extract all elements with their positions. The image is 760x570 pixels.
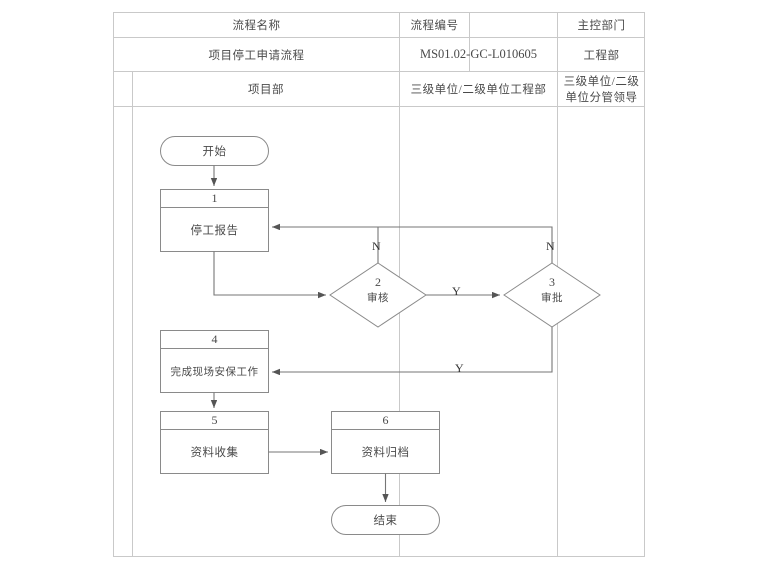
edge-1-to-2: [213, 251, 326, 299]
node-start-label: 开始: [202, 146, 227, 158]
value-process-code: MS01.02-GC-L010605: [419, 47, 538, 61]
node-5-label: 资料收集: [190, 447, 239, 459]
edge-label-2-yes: Y: [452, 284, 461, 298]
node-2-shape[interactable]: [329, 262, 427, 328]
process-table: 流程名称 流程编号 主控部门 项目停工申请流程 MS01.02-GC-L0106…: [113, 12, 645, 557]
node-2-label: 审核: [367, 292, 389, 304]
node-end-label: 结束: [373, 515, 398, 527]
node-6-number: 6: [382, 412, 389, 427]
edge-label-2-no: N: [372, 239, 381, 253]
node-4-label: 完成现场安保工作: [170, 366, 259, 378]
node-end-shape[interactable]: [331, 505, 440, 535]
edge-3-yes-to-4: [272, 327, 553, 376]
swimlane-header-lane2: 三级单位/二级单位工程部: [410, 84, 547, 96]
edge-label-3-yes: Y: [455, 361, 464, 375]
header-process-code-span: [470, 13, 557, 37]
edge-3-no-to-1: [378, 226, 553, 263]
node-1-number: 1: [211, 190, 218, 205]
node-5-number: 5: [211, 412, 218, 427]
swimlane-header-lane3: 三级单位/二级单位分管领导: [563, 76, 640, 104]
node-3-number: 3: [549, 274, 555, 289]
node-6-shape[interactable]: [331, 411, 440, 474]
table-rule-2: [114, 71, 644, 72]
table-rule-3: [114, 106, 644, 107]
node-3-label: 审批: [541, 292, 563, 304]
node-4-number: 4: [211, 331, 218, 346]
table-rule-1: [114, 37, 644, 38]
table-vrule-left: [132, 71, 133, 557]
value-process-name: 项目停工申请流程: [208, 49, 305, 62]
node-1-label: 停工报告: [190, 225, 239, 237]
swimlane-header-lane1: 项目部: [248, 84, 284, 96]
node-4-shape[interactable]: [160, 330, 269, 393]
value-owner-dept: 工程部: [583, 49, 620, 62]
edge-label-3-no: N: [546, 239, 555, 253]
header-process-name: 流程名称: [232, 20, 281, 32]
header-process-code: 流程编号: [410, 20, 459, 32]
table-vrule-2: [469, 13, 470, 71]
header-owner-dept: 主控部门: [577, 20, 626, 32]
node-5-shape[interactable]: [160, 411, 269, 474]
node-2-number: 2: [375, 274, 381, 289]
node-6-label: 资料归档: [361, 447, 410, 459]
node-1-shape[interactable]: [160, 189, 269, 252]
